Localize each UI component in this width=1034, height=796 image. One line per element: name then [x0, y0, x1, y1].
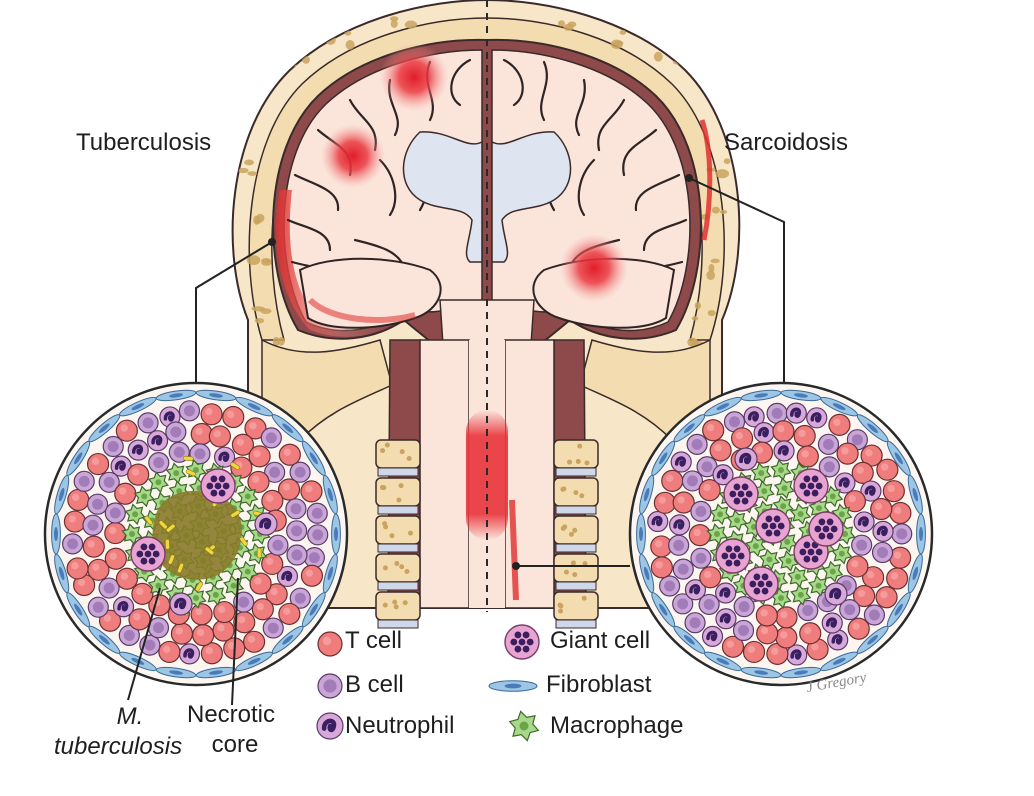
necrotic-label-line1: Necrotic — [186, 701, 276, 728]
legend-giant-cell: Giant cell — [550, 627, 651, 654]
sarcoidosis-label: Sarcoidosis — [724, 129, 849, 156]
t-cell-icon — [317, 631, 343, 657]
necrotic-label-line2: core — [211, 731, 259, 758]
fibroblast-icon — [488, 680, 538, 692]
neutrophil-icon — [316, 712, 344, 740]
legend-b-cell: B cell — [345, 671, 404, 698]
sarcoidosis-granuloma — [628, 381, 934, 687]
macrophage-icon — [508, 710, 540, 742]
mtb-label-line1: M. — [116, 703, 144, 730]
legend-fibroblast: Fibroblast — [546, 671, 652, 698]
legend-neutrophil: Neutrophil — [345, 712, 455, 739]
tuberculosis-granuloma — [43, 381, 349, 687]
b-cell-icon — [317, 673, 343, 699]
legend-icons — [316, 624, 540, 742]
connector-lines — [195, 177, 785, 567]
giant-cell-icon — [504, 624, 540, 660]
spine — [375, 339, 599, 629]
mtb-label-line2: tuberculosis — [54, 733, 183, 760]
lesion-spots — [321, 43, 628, 302]
brain — [272, 38, 713, 372]
legend-macrophage: Macrophage — [550, 712, 684, 739]
tuberculosis-label: Tuberculosis — [76, 129, 212, 156]
legend-t-cell: T cell — [345, 627, 402, 654]
